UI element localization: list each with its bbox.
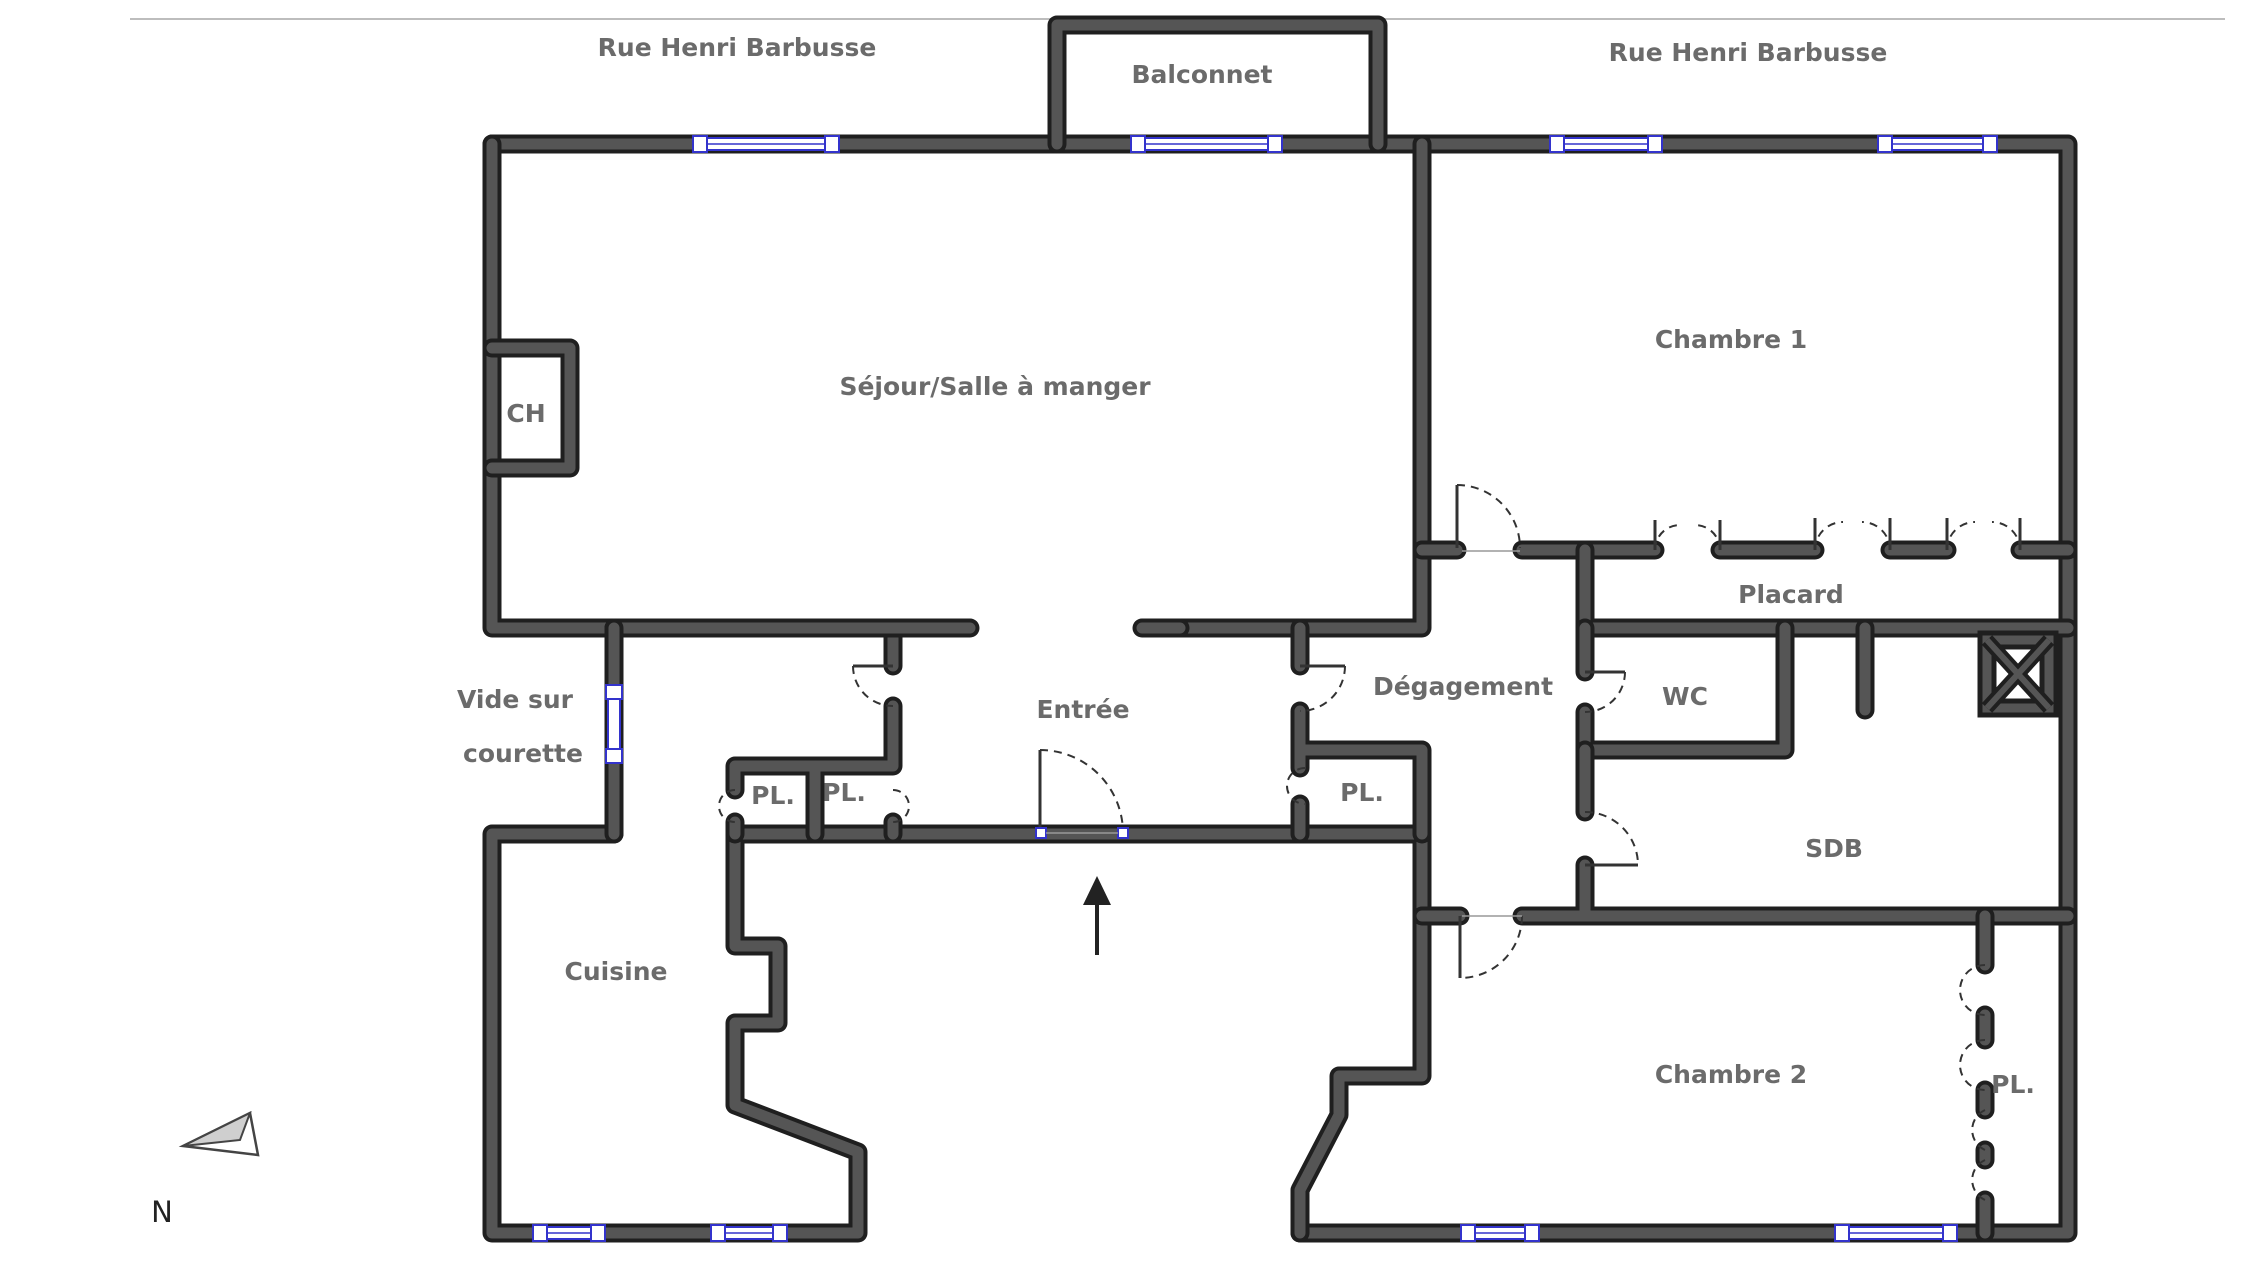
room-label-chambre2: Chambre 2: [1655, 1060, 1807, 1089]
room-label-pl1: PL.: [751, 781, 795, 810]
window-north-3: [1549, 135, 1663, 153]
sdb-wall: [1412, 740, 2078, 926]
door-sdb[interactable]: [1584, 811, 1639, 867]
room-label-vide-line1: Vide sur: [457, 685, 574, 714]
window-courette: [605, 684, 623, 764]
entry-arrow-icon: [1083, 876, 1111, 955]
room-label-vide-line2: courette: [463, 739, 583, 768]
room-label-pl3: PL.: [1340, 778, 1384, 807]
wc-wall: [1575, 618, 1795, 760]
street-label-right: Rue Henri Barbusse: [1609, 38, 1888, 67]
street-label-left: Rue Henri Barbusse: [598, 33, 877, 62]
closet-right-wall: [1290, 618, 1432, 844]
window-south-4: [1834, 1224, 1958, 1242]
room-label-degagement: Dégagement: [1373, 672, 1553, 701]
window-south-1: [532, 1224, 606, 1242]
room-label-pl2: PL.: [822, 778, 866, 807]
room-label-cuisine: Cuisine: [565, 957, 668, 986]
ventilation-shaft: [1977, 630, 2059, 718]
placard-doors[interactable]: [1653, 518, 2022, 551]
room-label-placard: Placard: [1738, 580, 1844, 609]
door-chambre2[interactable]: [1458, 915, 1523, 979]
room-label-chambre1: Chambre 1: [1655, 325, 1807, 354]
room-label-ch: CH: [506, 399, 545, 428]
room-label-sejour: Séjour/Salle à manger: [839, 372, 1151, 401]
room-label-entree: Entrée: [1036, 695, 1129, 724]
room-label-wc: WC: [1662, 682, 1708, 711]
pl-doors-chambre2[interactable]: [1959, 964, 1986, 1201]
doors: [718, 484, 2022, 1201]
chimney-wall: [482, 338, 580, 478]
room-label-pl4: PL.: [1991, 1070, 2035, 1099]
room-label-balconnet: Balconnet: [1132, 60, 1273, 89]
compass-arrow-icon: [178, 1110, 260, 1157]
pl-doors-left[interactable]: [718, 767, 1306, 823]
window-north-2: [1130, 135, 1283, 153]
window-north-1: [692, 135, 840, 153]
window-south-2: [710, 1224, 788, 1242]
windows: [532, 135, 1998, 1242]
sejour-east-wall: [1170, 134, 1432, 638]
walls: [482, 15, 2078, 1243]
room-label-sdb: SDB: [1805, 834, 1863, 863]
window-north-4: [1877, 135, 1998, 153]
compass-north-label: N: [151, 1195, 173, 1229]
door-chambre1[interactable]: [1455, 484, 1521, 552]
window-south-3: [1460, 1224, 1540, 1242]
entrance-door[interactable]: [1035, 749, 1129, 839]
door-closet-right[interactable]: [1299, 664, 1346, 712]
outer-wall-west-upper: [482, 134, 1432, 1243]
door-closet-left[interactable]: [852, 664, 894, 707]
balconnet-wall: [1047, 15, 1388, 154]
door-wc[interactable]: [1584, 670, 1626, 713]
